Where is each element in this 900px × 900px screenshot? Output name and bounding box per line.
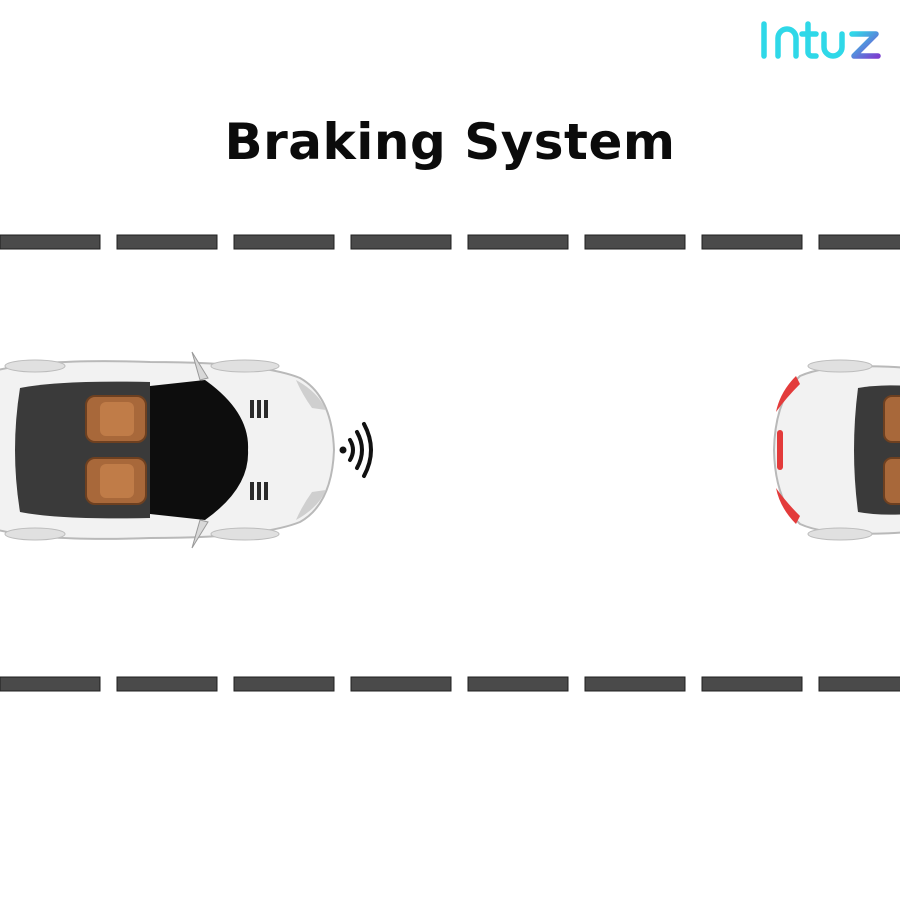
intuz-logo [761,21,881,59]
lane-line-bottom [0,676,900,692]
wifi-signal-icon [339,422,373,478]
lead-car [772,359,900,541]
ego-car [0,351,336,549]
page-title: Braking System [224,113,676,171]
lane-line-top [0,234,900,250]
